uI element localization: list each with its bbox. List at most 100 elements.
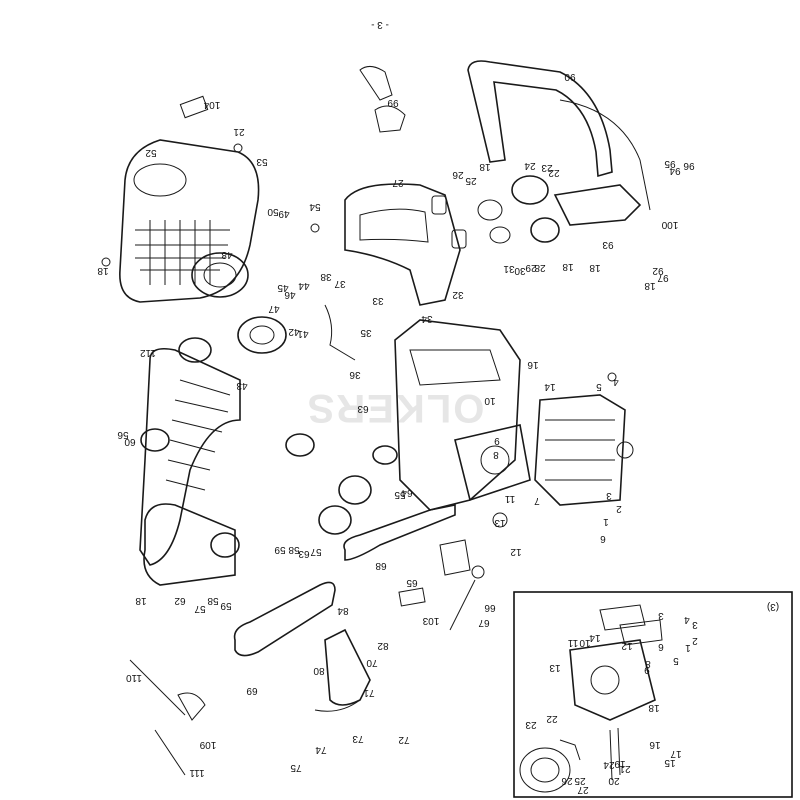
inset-part-label-21: 21 — [619, 763, 631, 774]
part-label-66: 66 — [484, 602, 496, 613]
part-label-35: 35 — [360, 327, 372, 338]
part-label-100: 100 — [661, 219, 678, 230]
inset-part-label-27: 27 — [577, 784, 589, 795]
inset-part-label-16: 16 — [649, 739, 661, 750]
part-label-62: 62 — [174, 595, 186, 606]
part-label-97: 97 — [657, 272, 669, 283]
part-label-63: 63 — [298, 548, 310, 559]
part-label-34: 34 — [421, 313, 433, 324]
inset-part-label-10: 10 — [579, 637, 591, 648]
inset-part-label-20: 20 — [608, 775, 620, 786]
part-label-36: 36 — [349, 369, 361, 380]
part-label-9: 9 — [494, 435, 500, 446]
part-label-99: 99 — [387, 97, 399, 108]
part-label-6: 6 — [600, 533, 606, 544]
inset-part-label-23: 23 — [525, 719, 537, 730]
front-handle — [467, 60, 651, 211]
inset-part-label-19: 19 — [614, 758, 626, 769]
chain-bar-plate — [343, 504, 456, 561]
part-label-16: 16 — [527, 359, 539, 370]
air-filter-cover — [119, 139, 260, 303]
inset-part-label-6: 6 — [658, 641, 664, 652]
part-label-25: 25 — [465, 175, 477, 186]
part-label-3: 3 — [606, 490, 612, 501]
inset-part-label-2: 2 — [692, 635, 698, 646]
small-parts — [101, 66, 617, 776]
part-label-58: 58 — [207, 595, 219, 606]
part-label-90: 90 — [564, 71, 576, 82]
part-label-60: 60 — [124, 436, 136, 447]
part-label-26: 26 — [452, 169, 464, 180]
part-label-33: 33 — [372, 295, 384, 306]
part-label-44: 44 — [298, 280, 310, 291]
part-label-43: 43 — [236, 380, 248, 391]
part-label-67: 67 — [478, 617, 490, 628]
cylinder-block — [534, 394, 634, 506]
part-label-13: 13 — [494, 517, 506, 528]
part-label-5: 5 — [596, 381, 602, 392]
inset-part-label-18: 18 — [648, 702, 660, 713]
part-label-82: 82 — [377, 640, 389, 651]
part-label-63: 63 — [357, 403, 369, 414]
part-label-27: 27 — [392, 177, 404, 188]
part-label-56: 56 — [117, 429, 129, 440]
inset-part-label-13: 13 — [549, 662, 561, 673]
inset-part-label-25: 25 — [574, 775, 586, 786]
part-label-69: 69 — [246, 685, 258, 696]
part-label-93: 93 — [602, 239, 614, 250]
inset-label: (3) — [767, 601, 779, 612]
part-label-111: 111 — [189, 767, 205, 778]
part-label-47: 47 — [268, 303, 280, 314]
part-label-112: 112 — [140, 347, 156, 358]
part-label-42: 42 — [288, 326, 300, 337]
inset-carburetor-detail — [513, 591, 793, 798]
part-label-110: 110 — [126, 672, 142, 683]
part-label-55: 55 — [394, 489, 406, 500]
inset-part-label-4: 4 — [684, 614, 690, 625]
part-label-74: 74 — [315, 744, 327, 755]
lower-handle — [143, 503, 236, 586]
part-label-41: 41 — [297, 328, 309, 339]
part-label-18: 18 — [589, 262, 601, 273]
part-label-54: 54 — [309, 201, 321, 212]
part-label-11: 11 — [504, 493, 515, 504]
rear-handle-guard — [139, 347, 241, 566]
inset-part-label-15: 15 — [664, 757, 676, 768]
carburetor — [454, 424, 531, 502]
part-label-52: 52 — [145, 147, 157, 158]
part-label-68: 68 — [375, 560, 387, 571]
part-label-53: 53 — [256, 156, 268, 167]
inset-part-label-14: 14 — [589, 632, 601, 643]
part-label-18: 18 — [97, 265, 109, 276]
part-label-95: 95 — [664, 158, 676, 169]
part-label-59: 59 — [220, 600, 232, 611]
page-number: - 3 - — [371, 19, 389, 30]
part-label-84: 84 — [337, 605, 349, 616]
part-label-8: 8 — [493, 449, 499, 460]
part-label-72: 72 — [398, 734, 410, 745]
inset-frame — [513, 591, 793, 798]
part-label-28: 28 — [534, 262, 546, 273]
part-label-49: 49 — [278, 208, 290, 219]
recoil-starter — [191, 252, 287, 354]
inset-part-label-11: 11 — [567, 637, 578, 648]
part-label-109: 109 — [199, 739, 216, 750]
inset-part-label-22: 22 — [546, 713, 558, 724]
part-label-65: 65 — [406, 577, 418, 588]
part-label-58: 58 — [288, 544, 300, 555]
inset-part-label-9: 9 — [644, 664, 650, 675]
part-label-7: 7 — [534, 495, 540, 506]
inset-part-label-24: 24 — [603, 759, 615, 770]
part-label-37: 37 — [334, 278, 346, 289]
inset-part-label-3: 3 — [692, 619, 698, 630]
part-label-32: 32 — [452, 289, 464, 300]
part-label-21: 21 — [233, 126, 245, 137]
part-label-30: 30 — [514, 265, 526, 276]
part-label-18: 18 — [479, 161, 491, 172]
part-label-64: 64 — [401, 487, 413, 498]
inset-part-label-1: 1 — [685, 642, 691, 653]
part-label-12: 12 — [510, 546, 522, 557]
